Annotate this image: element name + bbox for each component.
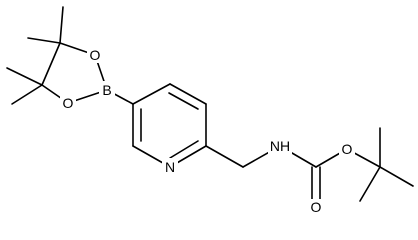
- atom-carbonyl-oxygen-label: O: [311, 199, 322, 215]
- bond-c3-c3-inner: [168, 92, 199, 110]
- bond-c2-ch2: [205, 145, 244, 168]
- bond-ring-c-c: [41, 42, 61, 86]
- bond-methyl-4: [11, 84, 43, 105]
- bond-tbu-me-down: [359, 166, 381, 202]
- atom-amine: NH: [268, 137, 292, 154]
- bond-tbu-me-right: [379, 166, 414, 187]
- atom-ester-oxygen-label: O: [342, 141, 353, 157]
- bond-c5-c4: [132, 83, 171, 105]
- atom-o-ring-top: O: [87, 46, 103, 63]
- bond-methyl-3: [6, 67, 43, 86]
- atom-o-ring-bottom: O: [60, 94, 76, 111]
- bond-methyl-2: [27, 37, 61, 44]
- atom-o-ring-bottom-label: O: [63, 95, 74, 111]
- atom-pyridine-nitrogen: N: [162, 158, 178, 175]
- bond-c4-c3: [169, 83, 207, 105]
- atom-o-ring-top-label: O: [90, 47, 101, 63]
- atom-ester-oxygen: O: [339, 140, 355, 157]
- bond-methyl-1: [59, 6, 64, 44]
- molecule-diagram: O O B N NH O O: [6, 6, 414, 215]
- atom-pyridine-nitrogen-label: N: [165, 159, 175, 175]
- bond-c2-n1-inner: [169, 140, 199, 159]
- atom-boron-label: B: [102, 82, 111, 98]
- atom-carbonyl-oxygen: O: [308, 199, 324, 215]
- atom-label-layer: O O B N NH O O: [60, 46, 355, 215]
- atom-amine-label: NH: [270, 138, 290, 154]
- structure-canvas: O O B N NH O O: [6, 6, 414, 215]
- atom-boron: B: [99, 81, 115, 98]
- bond-layer: [6, 6, 414, 206]
